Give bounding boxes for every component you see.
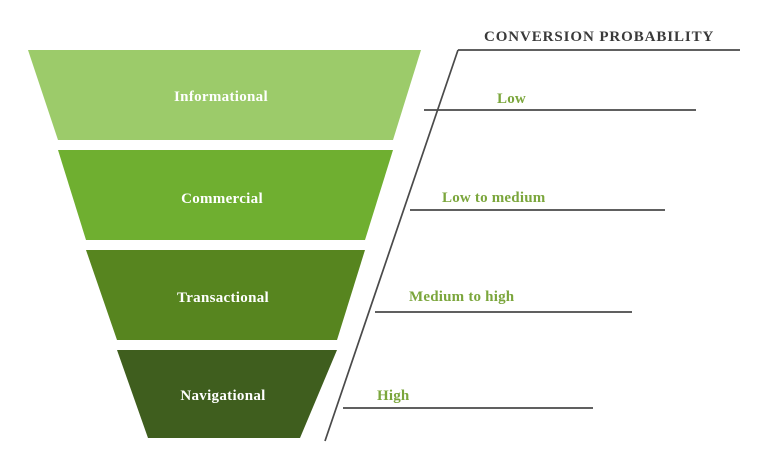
funnel-segment-commercial-label: Commercial [181, 191, 263, 207]
funnel-segment-commercial[interactable]: Commercial [58, 150, 393, 240]
conversion-level-high[interactable]: High [343, 388, 593, 409]
funnel-segment-transactional-shape [86, 250, 365, 340]
page-title: CONVERSION PROBABILITY [484, 29, 714, 45]
funnel-segment-transactional-label: Transactional [177, 290, 269, 306]
conversion-level-low[interactable]: Low [424, 91, 696, 111]
funnel-segment-informational[interactable]: Informational [28, 50, 421, 140]
conversion-level-low-to-medium[interactable]: Low to medium [410, 190, 665, 211]
conversion-level-high-label: High [377, 388, 410, 404]
conversion-level-low-to-medium-label: Low to medium [442, 190, 546, 206]
funnel-segment-transactional[interactable]: Transactional [86, 250, 365, 340]
funnel-segment-navigational-shape [117, 350, 337, 438]
funnel-segment-informational-label: Informational [174, 89, 268, 105]
conversion-level-medium-to-high[interactable]: Medium to high [375, 289, 632, 313]
conversion-level-medium-to-high-label: Medium to high [409, 289, 515, 305]
funnel-segment-navigational[interactable]: Navigational [117, 350, 337, 438]
conversion-scale-diagonal-axis [324, 49, 459, 442]
funnel-segment-navigational-label: Navigational [180, 388, 265, 404]
funnel-segment-informational-shape [28, 50, 421, 140]
funnel-segment-commercial-shape [58, 150, 393, 240]
conversion-level-low-label: Low [497, 91, 526, 107]
